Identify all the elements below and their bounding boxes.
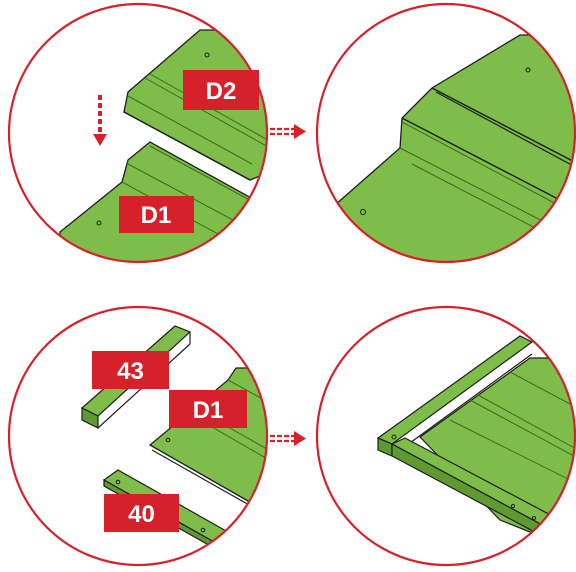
step2-arrow-icon <box>270 431 306 446</box>
step1-arrow-icon <box>270 124 306 139</box>
step1-before-circle: D2 D1 <box>7 2 269 264</box>
step2-before-circle: 43 D1 40 <box>7 305 269 567</box>
label-43: 43 <box>92 351 169 389</box>
label-d1-step2: D1 <box>169 390 247 428</box>
svg-text:D2: D2 <box>206 78 237 105</box>
label-d2: D2 <box>183 70 259 110</box>
svg-text:40: 40 <box>128 501 155 528</box>
label-d1: D1 <box>119 196 194 233</box>
svg-text:D1: D1 <box>141 202 172 229</box>
step1-after-circle <box>315 2 576 264</box>
label-40: 40 <box>104 494 179 532</box>
svg-text:D1: D1 <box>193 397 224 424</box>
dashed-down-arrow-icon <box>93 95 107 146</box>
svg-text:43: 43 <box>117 358 144 385</box>
step2-after-circle <box>315 305 576 567</box>
